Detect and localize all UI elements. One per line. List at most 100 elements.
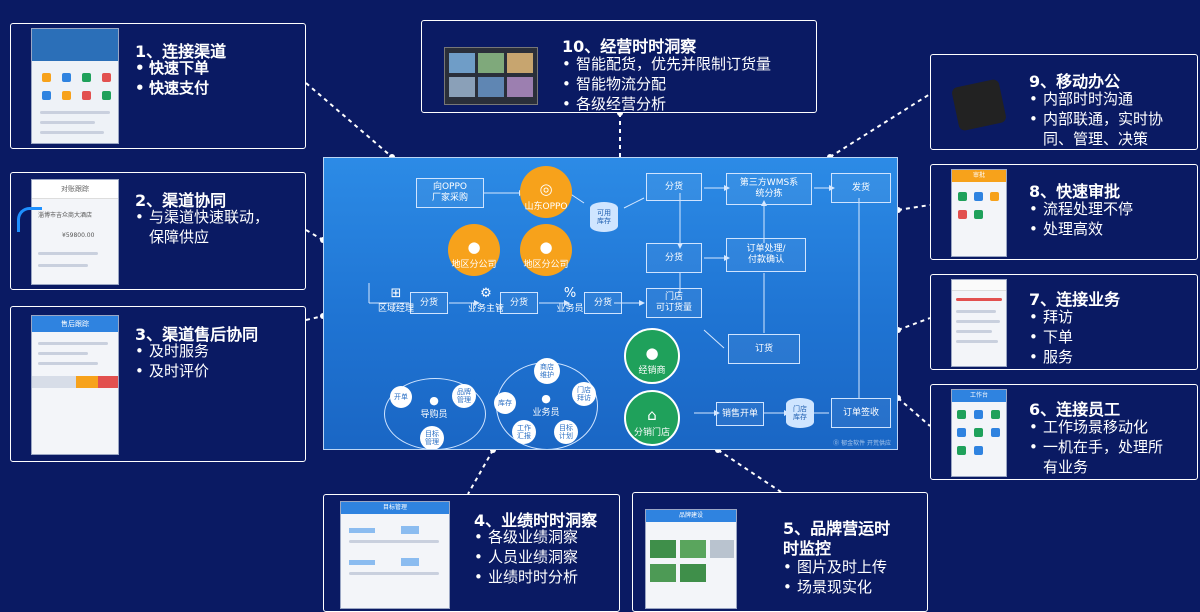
phone-screenshot-thumbnail: 审批 [951,169,1007,257]
guide-task-open: 开单 [390,386,412,408]
card-items: 工作场景移动化 一机在手，处理所 [1029,417,1163,457]
flow-order-receipt: 订单签收 [831,398,891,428]
list-item: 有业务 [1043,458,1089,476]
stat-label: 业务主管 [467,304,504,314]
phone-screenshot-thumbnail [951,279,1007,367]
thumb-text: 淄博市吉众商大酒店 [38,212,93,219]
flow-dealer: ● 经销商 [624,328,680,384]
connector-c4 [467,449,494,495]
list-item: 与渠道快速联动， [135,207,269,227]
flow-wms-sorting: 第三方WMS系 统分拣 [726,173,812,205]
refresh-arc-icon [17,207,42,232]
agent-task-shop: 商店 维护 [534,358,560,384]
list-item: 各级业绩洞察 [474,527,578,547]
card-title: 9、移动办公 [1029,72,1121,91]
card-items-continued: 保障供应 [149,227,209,247]
card-operation-insight: 10、经营时时洞察 智能配货，优先并限制订货量 智能物流分配 各级经营分析 [421,20,817,114]
globe-icon: ◎ [539,180,553,198]
connector-c8 [897,204,931,211]
smartphone-apps-image [945,75,1015,132]
flow-allocate-2: 分货 [646,243,702,273]
card-mobile-office: 9、移动办公 内部时时沟通 内部联通，实时协 同、管理、决策 [930,54,1198,150]
agent-task-visit: 门店 拜访 [572,382,596,406]
thumb-header: 工作台 [952,390,1006,402]
flow-branch-1: ● 地区分公司 [448,224,500,276]
fine-print: ⓪ 郁金软件 开荒供应 [833,440,891,447]
flow-purchase-oppo: 向OPPO 厂家采购 [416,178,484,208]
flow-distribution-store: ⌂ 分销门店 [624,390,680,446]
card-items: 拜访 下单 服务 [1029,307,1073,367]
connector-c1 [305,82,393,158]
card-title: 1、连接渠道 [135,42,227,61]
list-item: 智能配货，优先并限制订货量 [562,54,771,74]
card-items: 流程处理不停 处理高效 [1029,199,1133,239]
card-title: 2、渠道协同 [135,191,227,210]
card-performance-insight: 目标管理 4、业绩时时洞察 各级业绩洞察 人员业绩洞察 业绩时时分析 [323,494,620,612]
list-item: 及时服务 [135,341,209,361]
thumb-header: 品牌建设 [646,510,736,522]
list-item: 及时评价 [135,361,209,381]
card-items-continued: 有业务 [1043,457,1088,477]
card-quick-approval: 审批 8、快速审批 流程处理不停 处理高效 [930,164,1198,260]
flow-allocate-a: 分货 [410,292,448,314]
list-item: 保障供应 [149,228,210,246]
card-title: 5、品牌营运时 [783,519,891,538]
list-item: 同、管理、决策 [1043,130,1149,148]
flow-agent: ● 业务员 [524,392,568,418]
connector-c9 [829,93,931,158]
person-icon: ● [429,394,439,407]
flow-shandong-oppo: ◎ 山东OPPO [520,166,572,218]
list-item: 内部时时沟通 [1029,89,1163,109]
disc-label: 地区分公司 [451,260,497,270]
thumb-header: 审批 [952,170,1006,182]
card-title: 8、快速审批 [1029,182,1121,201]
card-title: 7、连接业务 [1029,290,1121,309]
person-icon: ● [539,238,553,256]
list-item: 下单 [1029,327,1073,347]
card-after-sales: 售后跟踪 3、渠道售后协同 及时服务 及时评价 [10,306,306,462]
guide-task-goal: 目标 管理 [420,426,444,449]
org-chart-icon: ⊞ [390,286,402,301]
flow-order-process: 订单处理/ 付款确认 [726,238,806,272]
card-title: 10、经营时时洞察 [562,37,697,56]
card-items: 各级业绩洞察 人员业绩洞察 业绩时时分析 [474,527,578,587]
agent-task-plan: 目标 计划 [554,420,578,444]
list-item: 内部联通，实时协 [1029,109,1163,129]
list-item: 业绩时时分析 [474,567,578,587]
person-percent-icon: % [563,286,577,301]
card-items: 内部时时沟通 内部联通，实时协 [1029,89,1163,129]
connector-c6 [897,397,931,427]
flow-sales-order: 销售开单 [716,402,764,426]
list-item: 工作场景移动化 [1029,417,1163,437]
list-item: 图片及时上传 [783,557,887,577]
stat-label: 业务员 [532,408,560,418]
person-icon: ● [467,238,481,256]
card-items: 与渠道快速联动， [135,207,269,227]
card-channel-collab: 对账跟踪 淄博市吉众商大酒店 ¥59800.00 2、渠道协同 与渠道快速联动，… [10,172,306,290]
connector-c2 [305,229,324,241]
card-connect-business: 7、连接业务 拜访 下单 服务 [930,274,1198,370]
list-item: 处理高效 [1029,219,1133,239]
flow-branch-2: ● 地区分公司 [520,224,572,276]
flow-available-stock: 可用 库存 [590,202,618,232]
flow-allocate-1: 分货 [646,173,702,201]
card-title: 3、渠道售后协同 [135,325,259,344]
phone-screenshot-thumbnail: 品牌建设 [645,509,737,609]
flow-sales-supervisor: ⚙ 业务主管 [466,286,506,314]
card-connect-staff: 工作台 6、连接员工 工作场景移动化 一机在手，处理所 有业务 [930,384,1198,480]
phone-screenshot-thumbnail: 对账跟踪 淄博市吉众商大酒店 ¥59800.00 [31,179,119,285]
person-icon: ● [541,392,551,405]
list-item: 拜访 [1029,307,1073,327]
card-items: 图片及时上传 场景现实化 [783,557,887,597]
connector-c3 [305,315,324,321]
list-item: 智能物流分配 [562,74,771,94]
storefront-icon: ⌂ [647,406,657,424]
monitor-wall-image [444,47,538,105]
list-item: 快速下单 [135,58,209,78]
list-item: 服务 [1029,347,1073,367]
list-item: 人员业绩洞察 [474,547,578,567]
card-items-continued: 同、管理、决策 [1043,129,1148,149]
card-brand-monitor: 品牌建设 5、品牌营运时 时监控 图片及时上传 场景现实化 [632,492,928,612]
card-items: 及时服务 及时评价 [135,341,209,381]
thumb-text: ¥59800.00 [62,232,95,239]
